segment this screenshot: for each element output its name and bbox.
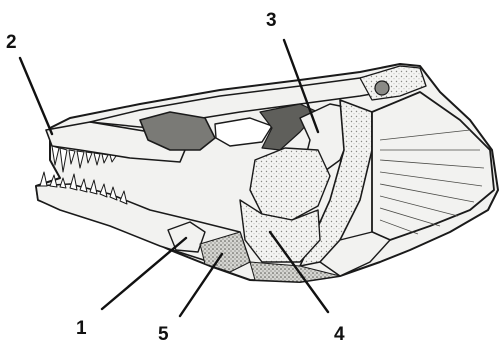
callout-label-3: 3 xyxy=(266,10,277,31)
callout-label-2: 2 xyxy=(6,32,17,53)
callout-line-2 xyxy=(20,58,52,134)
callout-label-4: 4 xyxy=(334,324,345,345)
callout-label-1: 1 xyxy=(76,318,87,339)
posttemporal-knob xyxy=(375,81,389,95)
callout-label-5: 5 xyxy=(158,324,169,345)
callout-line-1 xyxy=(102,238,186,309)
